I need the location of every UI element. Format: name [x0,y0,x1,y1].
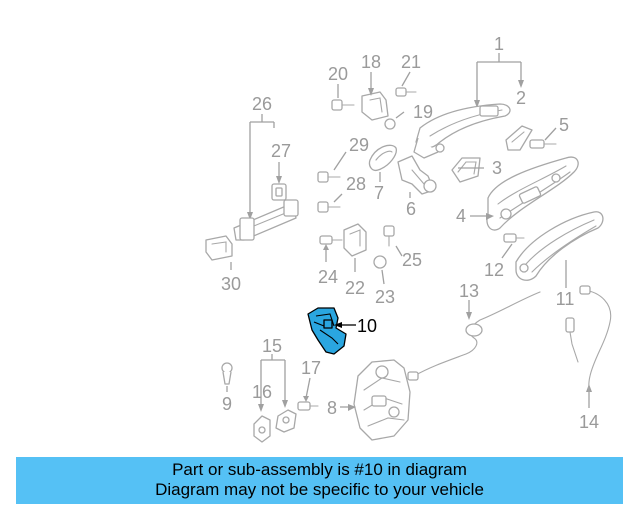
callout-4: 4 [456,206,466,226]
part-2-handle-cap [505,125,533,151]
callout-16: 16 [252,382,272,402]
callout-21: 21 [401,52,421,72]
part-15-bracket [258,354,288,412]
callout-26: 26 [252,94,272,114]
callout-labels: 1 2 3 4 5 6 7 8 9 10 11 12 13 14 15 16 1… [221,34,599,432]
callout-24: 24 [318,267,338,287]
callout-22: 22 [345,278,365,298]
callout-15: 15 [262,336,282,356]
part-21-screw [395,71,417,97]
part-30-bumper [205,235,233,270]
part-18-bracket [361,72,389,121]
callout-2: 2 [516,88,526,108]
callout-13: 13 [459,281,479,301]
part-1-outer-handle [413,53,524,159]
part-16-striker [253,415,271,443]
part-28-screw [317,193,343,213]
part-29-screw [317,151,347,183]
banner-line-1: Part or sub-assembly is #10 in diagram [172,460,467,479]
callout-5: 5 [559,115,569,135]
part-3-escutcheon [451,157,484,183]
part-10-highlighted [307,307,356,355]
part-14-cable [565,285,612,408]
part-4-handle-frame [470,156,579,231]
callout-23: 23 [375,287,395,307]
part-23-nut [373,255,387,285]
callout-6: 6 [406,199,416,219]
part-17-screw [275,377,319,433]
callout-29: 29 [349,135,369,155]
callout-19: 19 [413,102,433,122]
callout-8: 8 [327,398,337,418]
part-22-bracket [343,223,367,272]
part-25-screw [383,225,403,257]
callout-3: 3 [492,158,502,178]
callout-12: 12 [484,260,504,280]
callout-9: 9 [222,394,232,414]
part-20-screw [331,84,355,111]
callout-18: 18 [361,52,381,72]
parts-diagram: 1 2 3 4 5 6 7 8 9 10 11 12 13 14 15 16 1… [205,34,612,443]
info-banner: Part or sub-assembly is #10 in diagram D… [16,457,623,504]
part-26-check-rod [233,114,299,241]
callout-25: 25 [402,250,422,270]
callout-1: 1 [494,34,504,54]
callout-30: 30 [221,274,241,294]
callout-11: 11 [556,289,575,309]
part-7-gasket [368,144,397,182]
part-9-clip [221,362,233,392]
callout-10: 10 [357,316,377,336]
banner-line-2: Diagram may not be specific to your vehi… [155,480,484,499]
callout-27: 27 [271,141,291,161]
part-12-screw [501,233,525,259]
callout-17: 17 [301,358,321,378]
callout-20: 20 [328,64,348,84]
part-13-cable [407,291,541,381]
part-8-latch-assembly [340,359,411,441]
part-11-inner-handle [515,211,604,288]
part-19-nut [384,111,405,130]
callout-7: 7 [374,183,384,203]
callout-14: 14 [579,412,599,432]
callout-28: 28 [346,174,366,194]
part-5-screw [529,127,557,149]
part-6-lock-cylinder [397,155,437,198]
part-27-bushing [271,162,287,201]
part-24-screw [319,235,343,262]
